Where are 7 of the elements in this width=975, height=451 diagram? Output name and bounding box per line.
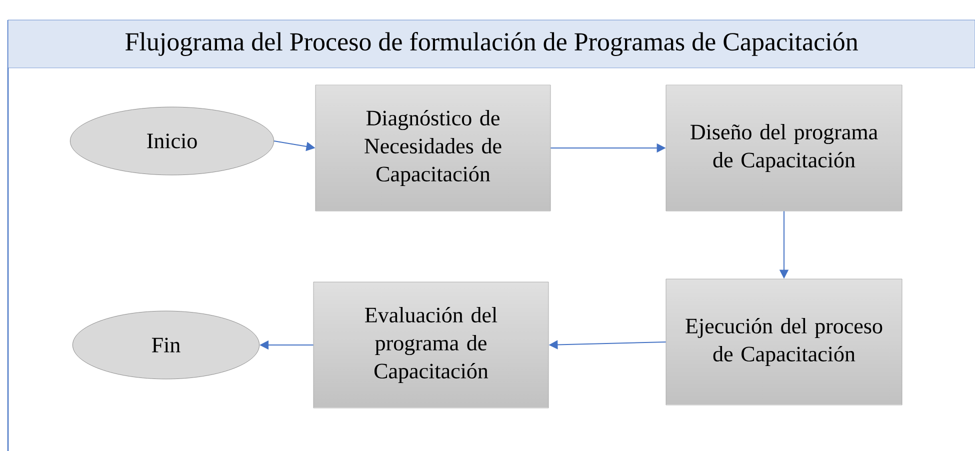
title-bar: Flujograma del Proceso de formulación de Programas de Capacitación	[8, 20, 975, 68]
oval-terminal: Inicio	[70, 106, 274, 176]
process-box: Evaluación del programa de Capacitación	[313, 282, 549, 408]
process-box: Diseño del programa de Capacitación	[666, 84, 902, 212]
oval-terminal: Fin	[72, 310, 260, 380]
process-box: Ejecución del proceso de Capacitación	[666, 278, 902, 406]
process-box: Diagnóstico de Necesidades de Capacitación	[315, 84, 551, 212]
